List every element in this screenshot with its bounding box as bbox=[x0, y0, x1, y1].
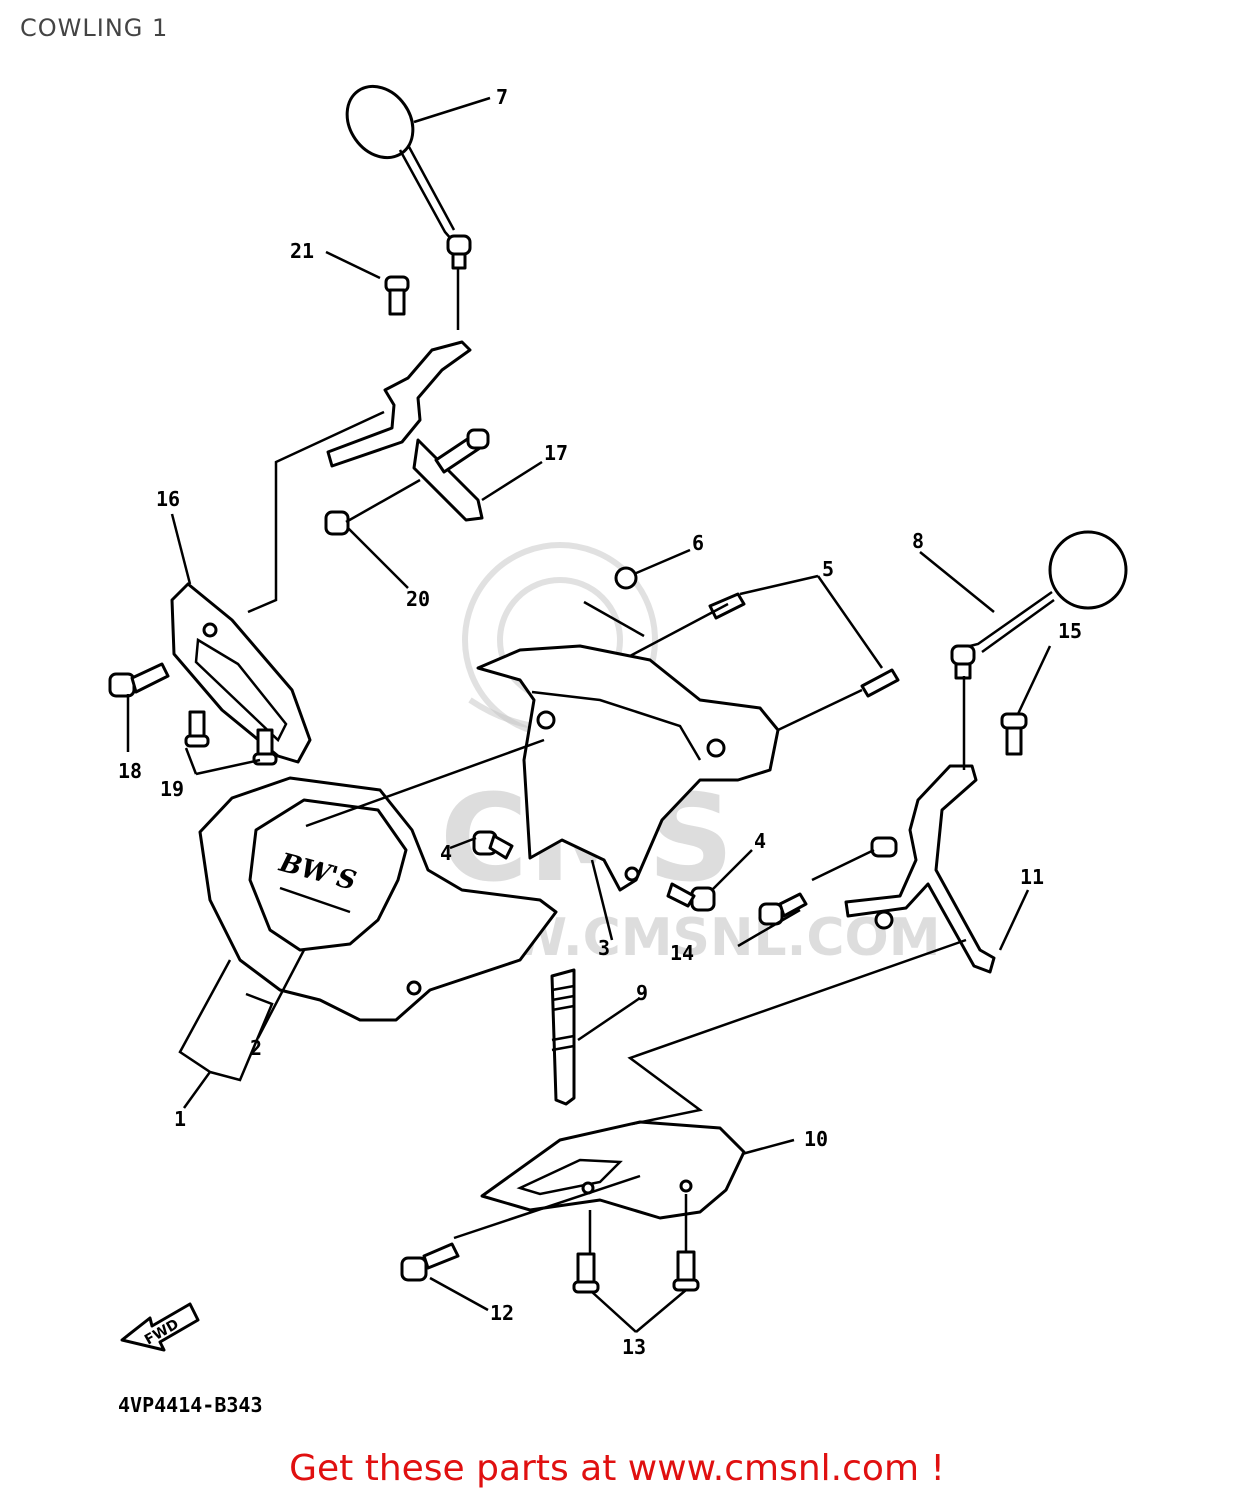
right-mirror[interactable] bbox=[950, 530, 1128, 680]
callout-12: 12 bbox=[490, 1301, 514, 1325]
callout-11: 11 bbox=[1020, 865, 1044, 889]
screw-21[interactable] bbox=[384, 275, 410, 316]
bolts-4[interactable] bbox=[472, 830, 716, 912]
diagram-code: 4VP4414-B343 bbox=[118, 1393, 263, 1417]
lower-cover[interactable] bbox=[480, 1120, 746, 1220]
callout-14: 14 bbox=[670, 941, 694, 965]
inner-cover[interactable] bbox=[476, 644, 780, 892]
left-grip-cover[interactable] bbox=[170, 582, 312, 764]
callout-20: 20 bbox=[406, 587, 430, 611]
bolt-12[interactable] bbox=[400, 1242, 460, 1282]
callout-21: 21 bbox=[290, 239, 314, 263]
bolt-14[interactable] bbox=[758, 892, 808, 926]
right-bracket[interactable] bbox=[844, 764, 996, 974]
footer-link[interactable]: Get these parts at www.cmsnl.com ! bbox=[289, 1448, 945, 1489]
callout-10: 10 bbox=[804, 1127, 828, 1151]
callout-5: 5 bbox=[822, 557, 834, 581]
bolts-5[interactable] bbox=[708, 592, 900, 698]
callout-8: 8 bbox=[912, 529, 924, 553]
front-cover[interactable]: BW'S bbox=[198, 776, 558, 1022]
callout-6: 6 bbox=[692, 531, 704, 555]
callout-18: 18 bbox=[118, 759, 142, 783]
callout-19: 19 bbox=[160, 777, 184, 801]
screws-19[interactable] bbox=[184, 710, 278, 766]
shaft-9[interactable] bbox=[550, 968, 576, 1106]
bolt-18[interactable] bbox=[108, 662, 170, 698]
left-mirror[interactable] bbox=[334, 74, 472, 270]
callout-3: 3 bbox=[598, 936, 610, 960]
callout-4b: 4 bbox=[754, 829, 766, 853]
parts-diagram: CMS WWW.CMSNL.COM bbox=[108, 74, 1128, 1417]
callout-labels: 1 2 3 4 4 5 6 7 8 9 10 11 12 13 14 15 16… bbox=[118, 85, 1082, 1359]
callout-2: 2 bbox=[250, 1036, 262, 1060]
callout-1: 1 bbox=[174, 1107, 186, 1131]
nut-6[interactable] bbox=[614, 566, 638, 590]
callout-7: 7 bbox=[496, 85, 508, 109]
left-bracket[interactable] bbox=[326, 340, 490, 522]
screw-15[interactable] bbox=[1000, 712, 1028, 756]
screws-13[interactable] bbox=[572, 1250, 700, 1294]
callout-13: 13 bbox=[622, 1335, 646, 1359]
page-title: COWLING 1 bbox=[20, 14, 169, 42]
callout-17: 17 bbox=[544, 441, 568, 465]
callout-15: 15 bbox=[1058, 619, 1082, 643]
callout-16: 16 bbox=[156, 487, 180, 511]
bolt-20[interactable] bbox=[324, 478, 421, 536]
callout-9: 9 bbox=[636, 981, 648, 1005]
leader-lines bbox=[126, 96, 1052, 1333]
callout-4a: 4 bbox=[440, 841, 452, 865]
fwd-arrow-icon: FWD bbox=[120, 1302, 200, 1352]
